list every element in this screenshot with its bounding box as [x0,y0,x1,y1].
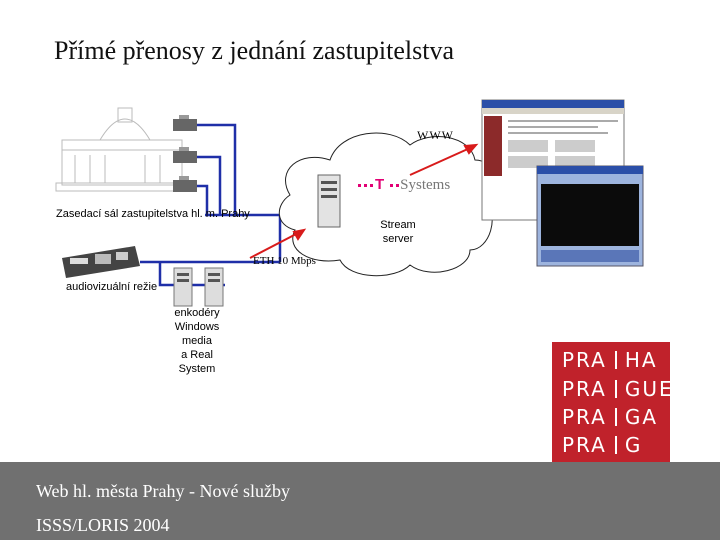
media-player-screenshot [536,165,644,267]
camera-icon [173,176,197,192]
stream-server-label: Stream server [380,219,416,245]
encoder-server-icon [204,267,224,307]
page-title: Přímé přenosy z jednání zastupitelstva [54,36,455,65]
camera-icon [173,115,197,131]
tsystems-logo: T Systems [375,176,450,194]
camera-wiring [140,123,282,287]
internet-cloud [278,132,495,277]
tsystems-t-glyph: T [375,176,385,193]
footer-title: Web hl. města Prahy - Nové služby [36,481,290,501]
data-flow-arrows [249,143,479,259]
encoder-server-icon [173,267,193,307]
tsystems-name: Systems [400,177,451,193]
stream-server-icon [317,174,341,228]
av-mixer-desk-icon [62,246,140,278]
camera-icon [173,147,197,163]
www-label: WWW [417,128,454,142]
city-hall-building [55,107,189,192]
hall-label: Zasedací sál zastupitelstva hl. m. Prahy [56,208,250,220]
tsystems-logo-dots [358,184,399,187]
av-control-label: audiovizuální režie [66,281,158,293]
footer-subtitle: ISSS/LORIS 2004 [36,515,170,535]
footer-bar [0,462,720,540]
encoders-label: enkodéry Windows media a Real System [174,307,220,375]
eth-label: ETH 10 Mbps [253,255,316,267]
